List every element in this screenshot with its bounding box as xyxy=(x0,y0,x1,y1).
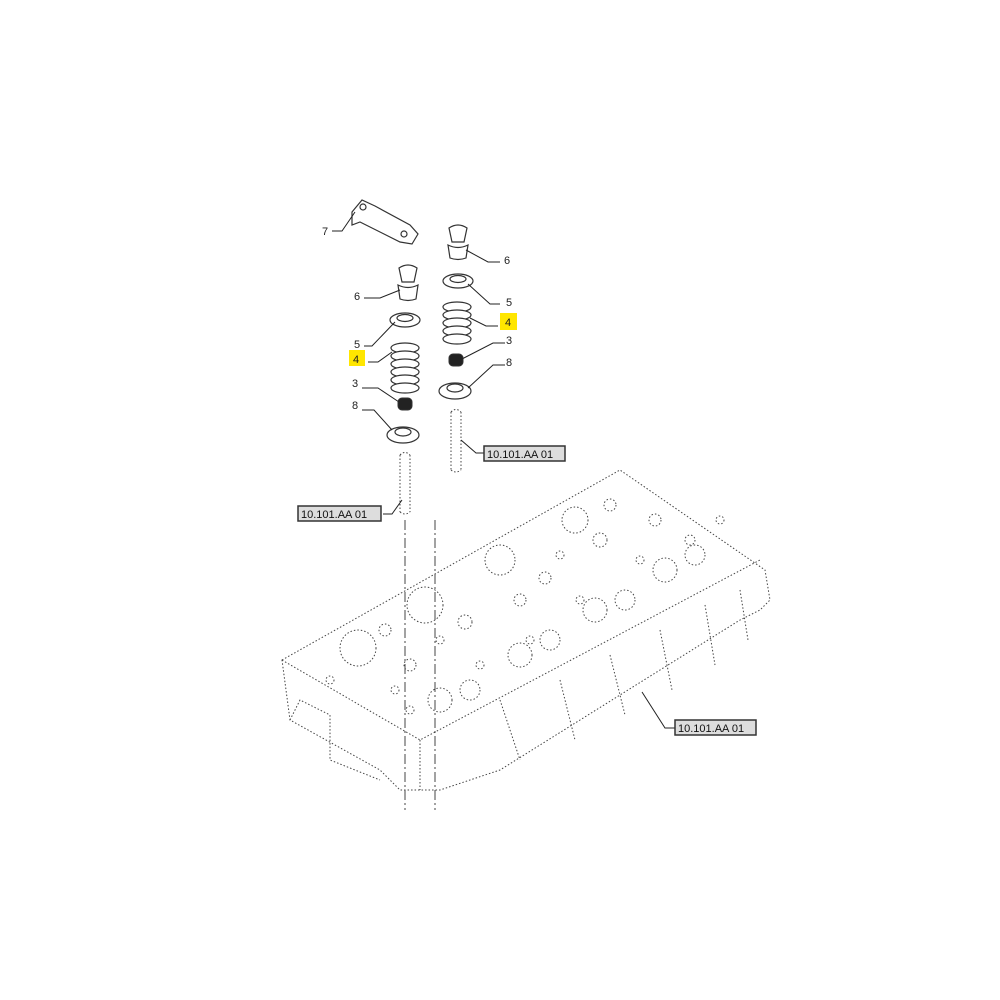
callout-5-left[interactable]: 5 xyxy=(354,339,360,351)
seal-right xyxy=(448,353,464,367)
svg-text:10.101.AA 01[interactable]: 10.101.AA 01 xyxy=(301,509,367,521)
cylinder-head xyxy=(281,469,771,791)
spring-right xyxy=(442,301,472,345)
highlight-left-spring xyxy=(349,350,365,366)
ref-left-valve[interactable]: 10.101.AA 01 xyxy=(297,505,382,522)
callout-6-left[interactable]: 6 xyxy=(354,291,360,303)
seal-left xyxy=(397,397,413,411)
callout-6-right[interactable]: 6 xyxy=(504,255,510,267)
rocker-arm xyxy=(351,199,419,245)
collet-left xyxy=(398,264,418,283)
callout-7[interactable]: 7 xyxy=(322,226,328,238)
left-valve-assembly xyxy=(386,264,421,515)
right-valve-assembly xyxy=(438,224,474,473)
valve-stem-left xyxy=(399,452,411,515)
callout-4-right[interactable]: 4 xyxy=(505,317,511,329)
spring-left xyxy=(390,342,420,394)
callout-8-right[interactable]: 8 xyxy=(506,357,512,369)
highlight-right-spring xyxy=(500,313,517,330)
valve-stem-right xyxy=(450,409,462,473)
collet-right xyxy=(448,224,468,243)
ref-right-valve[interactable]: 10.101.AA 01 xyxy=(483,445,566,462)
callout-3-left[interactable]: 3 xyxy=(352,378,358,390)
ref-cylinder-head[interactable]: 10.101.AA 01 xyxy=(674,719,757,736)
callout-4-left[interactable]: 4 xyxy=(353,354,359,366)
callout-8-left[interactable]: 8 xyxy=(352,400,358,412)
svg-text:10.101.AA 01[interactable]: 10.101.AA 01 xyxy=(678,723,744,735)
callout-5-right[interactable]: 5 xyxy=(506,297,512,309)
callout-3-right[interactable]: 3 xyxy=(506,335,512,347)
svg-text:10.101.AA 01[interactable]: 10.101.AA 01 xyxy=(487,449,553,461)
